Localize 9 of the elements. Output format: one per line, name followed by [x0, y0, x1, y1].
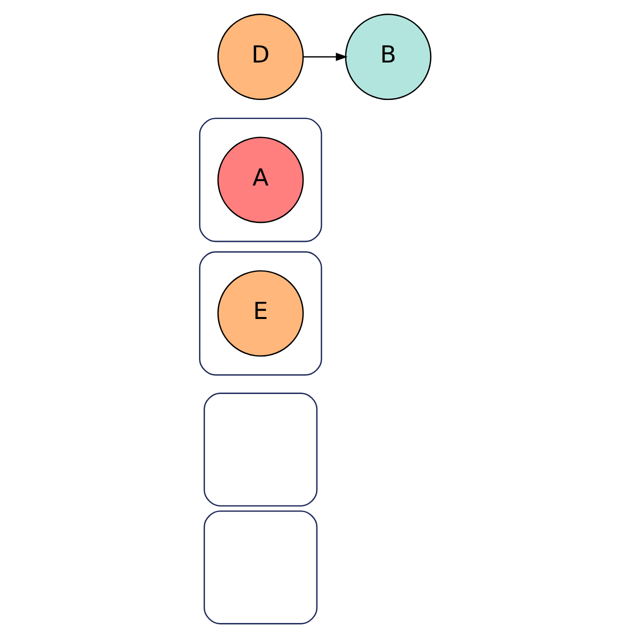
node-circle: D: [217, 14, 304, 100]
node-box: [204, 392, 318, 507]
node-box: [204, 510, 318, 624]
node-circle: B: [345, 14, 432, 100]
arrow: [303, 52, 348, 61]
node-circle: A: [217, 136, 304, 224]
node-circle: E: [217, 270, 304, 357]
cluster: [199, 118, 322, 242]
cluster: [199, 251, 322, 376]
